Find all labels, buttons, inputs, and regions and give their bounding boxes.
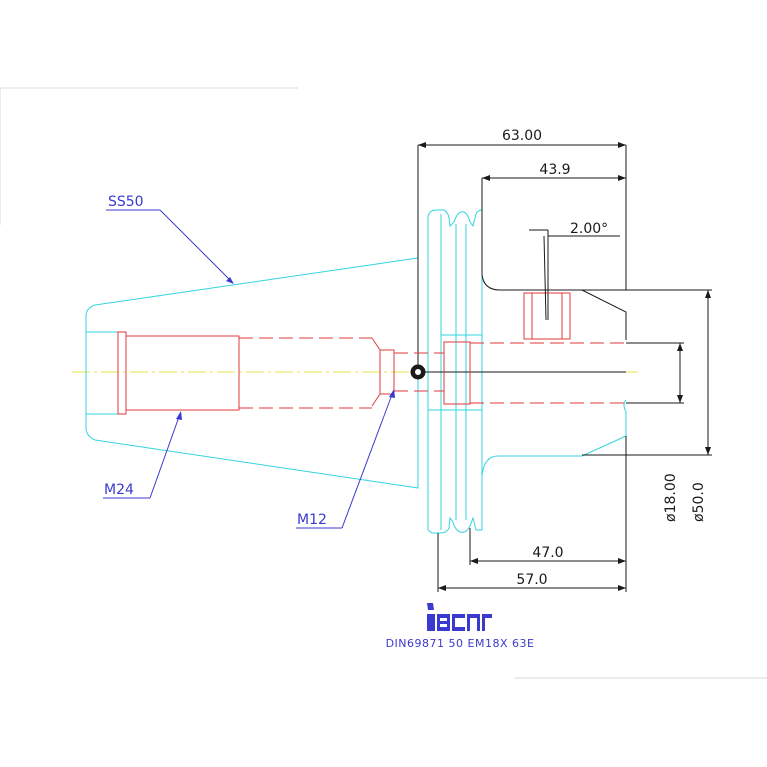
dim-angle-label: 2.00° (570, 221, 608, 237)
dim-overall-length-label: 63.00 (502, 128, 542, 144)
sheet-border (0, 87, 767, 679)
dim-bore-diameter-label: ø18.00 (663, 473, 679, 522)
dim-body-diameter-label: ø50.0 (691, 482, 707, 522)
dim-shank-length-label: 43.9 (539, 162, 570, 178)
iscar-logo (427, 603, 492, 631)
dim-bore-diameter: ø18.00 (626, 342, 684, 522)
callout-thread-small-label: M12 (297, 512, 327, 528)
center-point-inner (415, 369, 421, 375)
callout-taper-label: SS50 (108, 194, 144, 210)
dim-gauge-length-label: 57.0 (516, 572, 547, 588)
dim-overall-length: 63.00 (418, 128, 627, 290)
callout-thread-large-label: M24 (104, 482, 134, 498)
taper-outline (85, 257, 419, 489)
callout-thread-small: M12 (296, 389, 395, 529)
upper-body-outline (417, 145, 627, 373)
dim-angle: 2.00° (529, 221, 620, 321)
dim-flange-to-end-label: 47.0 (532, 545, 563, 561)
lower-body-outline (481, 399, 627, 530)
callout-thread-large: M24 (103, 411, 182, 499)
dim-gauge-length: 57.0 (437, 533, 626, 592)
bore-features (117, 292, 626, 415)
dim-flange-to-end: 47.0 (469, 436, 627, 592)
drawing-caption: DIN69871 50 EM18X 63E (386, 637, 535, 650)
callout-taper: SS50 (106, 194, 234, 284)
dim-body-diameter: ø50.0 (582, 289, 712, 522)
dim-shank-length: 43.9 (481, 162, 626, 210)
